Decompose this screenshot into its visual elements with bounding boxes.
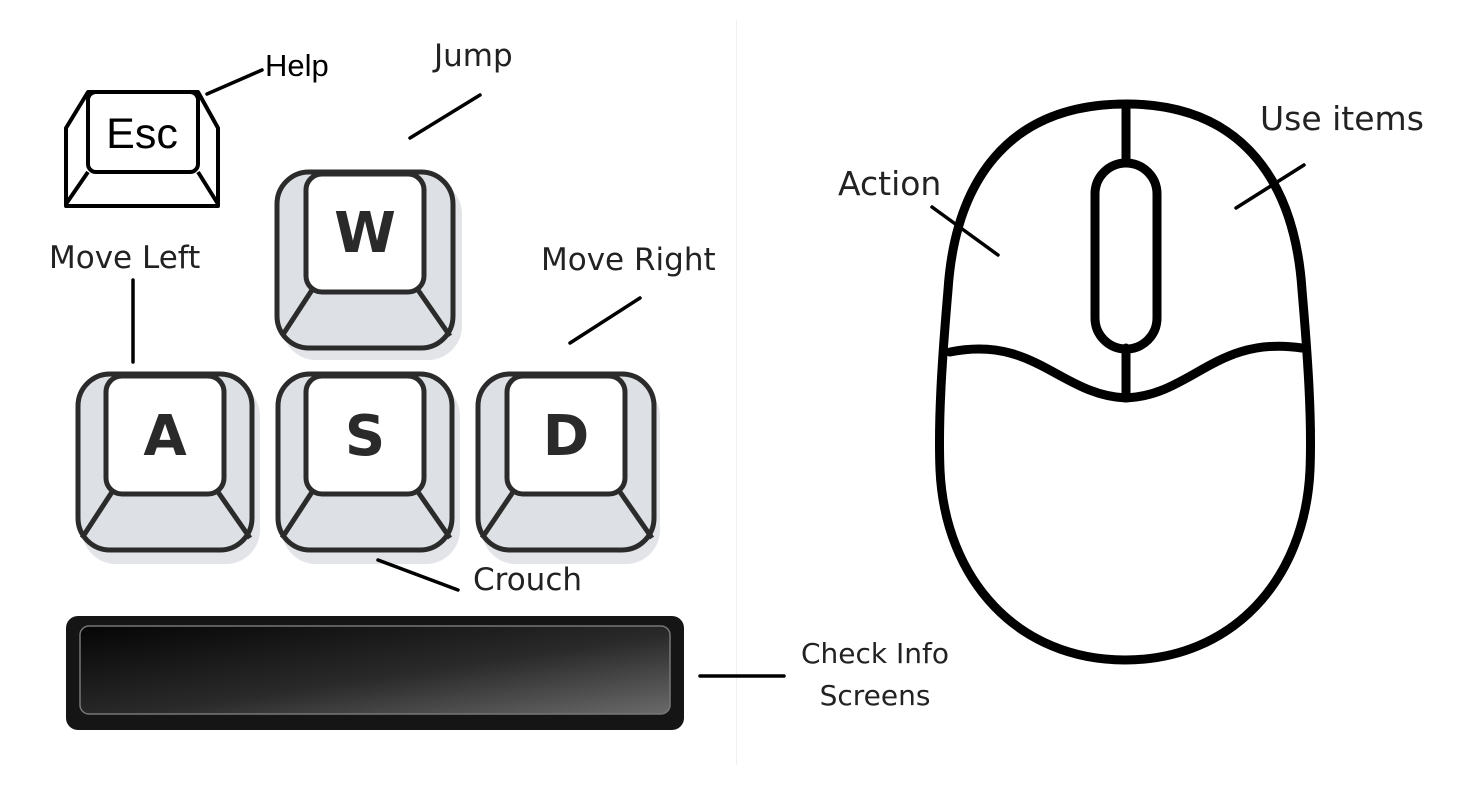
check-info-screens-line1: Check Info — [800, 637, 950, 670]
crouch-label: Crouch — [473, 562, 583, 598]
use-items-leader-line — [1234, 163, 1306, 210]
jump-leader-line — [408, 93, 482, 140]
action-leader-line — [930, 205, 1000, 257]
d-key-glyph: D — [543, 404, 589, 469]
panel-divider — [736, 20, 737, 765]
move-left-label: Move Left — [49, 240, 201, 276]
esc-key: Esc — [64, 90, 220, 208]
w-key-glyph: W — [334, 201, 396, 266]
move-right-label: Move Right — [541, 242, 716, 278]
mouse-body-outline — [934, 99, 1316, 665]
s-key-glyph: S — [345, 404, 385, 469]
spacebar-key — [66, 616, 684, 730]
mouse-icon — [934, 99, 1316, 665]
a-key-glyph: A — [143, 404, 187, 469]
a-key: A — [75, 371, 260, 564]
crouch-leader-line — [376, 558, 460, 592]
move-right-leader-line — [568, 296, 642, 345]
check-info-screens-line2: Screens — [819, 679, 931, 712]
help-leader-line — [205, 68, 264, 96]
d-key: D — [475, 371, 660, 564]
help-label: Help — [265, 48, 329, 83]
action-label: Action — [838, 164, 942, 203]
mouse-scroll-wheel — [1090, 158, 1162, 354]
use-items-label: Use items — [1260, 99, 1424, 138]
s-key: S — [275, 371, 460, 564]
esc-key-glyph: Esc — [106, 110, 178, 158]
jump-label: Jump — [434, 38, 513, 74]
check-info-screens-label: Check Info Screens — [794, 633, 956, 717]
leader-lines — [131, 68, 1306, 678]
w-key: W — [274, 169, 462, 360]
